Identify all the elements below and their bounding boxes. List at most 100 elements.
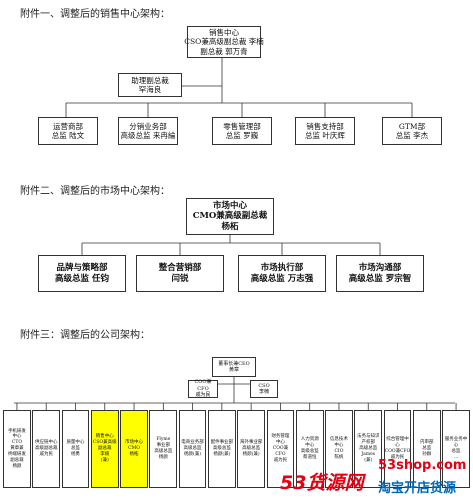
caption-market: 附件二、调整后的市场中心架构： [20, 186, 170, 197]
caption-sales: 附件一、调整后的销售中心架构： [20, 9, 170, 20]
sales-dept-box-line: 总监 李杰 [395, 131, 429, 140]
company-coo-line: COO兼CFO [194, 379, 212, 392]
company-dept-box-line: 高级总监 [183, 446, 202, 452]
company-cso-line: 李楠 [258, 389, 269, 395]
company-dept-box-line: 杨颜(兼) [184, 451, 202, 457]
market-top-line: 市场中心 [212, 200, 247, 211]
company-dept-box-line: 电商业务部 [181, 440, 204, 446]
company-dept-box-line: 市场中心 [125, 440, 144, 446]
sales-dept-box: 零售管理部总监 罗巍 [212, 117, 272, 145]
company-dept-box: 服务业务中心总监... [442, 410, 470, 488]
watermark-tagline: 淘宝开店货源 [378, 481, 457, 496]
company-dept-box-line: 戚为民 [39, 451, 53, 457]
sales-dept-box-line: GTM部 [398, 121, 426, 131]
company-dept-box-line: James [361, 451, 376, 457]
market-dept-box-line: 闫锐 [171, 273, 189, 284]
company-dept-box-line: 杨颜 [158, 454, 168, 460]
company-top-box: 董事长兼CEO 黄章 [212, 357, 256, 377]
company-dept-box-line: 总监 [451, 449, 461, 454]
company-dept-box-line: 信息技术 [329, 437, 348, 443]
watermark-url: 53shop.com [378, 458, 467, 473]
sales-dept-box: GTM部总监 李杰 [382, 117, 442, 145]
company-dept-box-line: 戚为民 [390, 454, 405, 460]
company-dept-box-line: 内审部 [419, 440, 434, 446]
sales-mid-line: 罕海良 [138, 85, 162, 94]
company-dept-box-line: 杨颜(兼) [213, 451, 231, 457]
company-dept-box-line: 中心 [275, 440, 285, 446]
company-cso-box: CSO 李楠 [250, 380, 278, 398]
company-dept-box-line: 高级副总裁 [34, 446, 58, 452]
company-dept-box-line: 杨颜 [12, 463, 22, 469]
company-top-line: 黄章 [228, 367, 239, 373]
company-dept-box-line: CSO兼高级 [92, 440, 117, 446]
company-dept-box-line: 戚为民 [273, 457, 288, 463]
sales-dept-box-line: 总监 叶庆辉 [305, 131, 345, 140]
company-dept-box: 质量中心总监杨勇 [61, 410, 90, 488]
company-dept-box-line: 高级总监 [154, 449, 173, 454]
company-dept-box: 供应链中心高级副总裁戚为民 [32, 410, 61, 488]
company-dept-box-line: 销售中心 [95, 434, 114, 440]
market-top-line: 杨柘 [221, 221, 239, 232]
sales-mid-box: 助理副总裁 罕海良 [118, 73, 182, 97]
company-dept-box-line: 高级总监 [212, 446, 231, 452]
company-dept-box-line: 终端研发 [7, 451, 26, 457]
sales-dept-box-line: 分销业务部 [129, 121, 167, 131]
company-dept-box-line: 手机研发 [7, 428, 26, 434]
company-dept-box-line: 事业部 [156, 443, 171, 449]
market-dept-box: 整合营销部闫锐 [136, 255, 224, 292]
market-dept-box: 市场沟通部高级总监 罗宗智 [336, 255, 424, 292]
company-dept-box-line: COO兼CFO [384, 449, 411, 454]
sales-top-line: 副总裁 郭万青 [200, 46, 248, 56]
company-dept-box-line: CIO [334, 449, 344, 454]
company-dept-box-line: 海外事业部 [239, 440, 263, 446]
market-dept-box-line: 高级总监 罗宗智 [348, 273, 412, 284]
company-dept-box-line: 服务业务中心 [444, 437, 468, 449]
sales-top-box: 销售中心 CSO兼高级副总裁 李楠 副总裁 郭万青 [184, 26, 264, 58]
sales-dept-box-line: 总监 陆文 [51, 131, 85, 140]
watermark-logo: 53货源网 [280, 472, 364, 494]
company-dept-box-line: Flyme [156, 437, 171, 443]
company-dept-box-line: COO兼 [272, 446, 289, 452]
company-cso-line: CSO [258, 382, 270, 389]
company-dept-box-line: 综合管理中心 [386, 437, 409, 449]
company-dept-box: 内审部总监孙群 [412, 410, 441, 488]
company-dept-box-line: 高级总监 [242, 446, 261, 452]
company-dept-box-line: 中心 [334, 443, 344, 449]
sales-top-line: 销售中心 [209, 27, 239, 37]
sales-dept-box: 分销业务部高级总监 来冉綸 [118, 117, 178, 145]
sales-mid-line: 助理副总裁 [131, 75, 169, 85]
sales-dept-box-line: 销售支持部 [306, 121, 344, 131]
market-top-line: CMO兼高级副总裁 [192, 211, 268, 222]
company-dept-box-line: 总监 [422, 446, 432, 452]
company-dept-box-line: 孙群 [422, 451, 432, 457]
sales-dept-box-line: 运营商部 [53, 121, 83, 131]
company-dept-box-line: 蔡道恒 [302, 454, 317, 460]
company-dept-box-line: 杨柘 [129, 451, 139, 457]
company-dept-box: 配件事业部高级总监杨颜(兼) [207, 410, 236, 488]
market-dept-box: 市场执行部高级总监 万志强 [238, 255, 326, 292]
company-coo-line: 戚为民 [195, 392, 211, 399]
company-dept-box-line: 中心 [12, 434, 22, 440]
market-dept-box-line: 高级总监 万志强 [250, 273, 314, 284]
company-dept-box: 海外事业部高级总监杨颜(兼) [237, 410, 266, 488]
company-dept-box-line: CTO [11, 440, 23, 446]
caption-company: 附件三：调整后的公司架构： [20, 330, 150, 341]
company-dept-box-line: 副总裁 [10, 457, 24, 463]
company-dept-box-line: ... [453, 454, 459, 460]
company-dept-box-line: 质量中心 [66, 440, 85, 446]
company-dept-box-line: 副总裁 [97, 446, 112, 452]
company-dept-box-line: 陈帆 [334, 454, 344, 460]
market-dept-box-line: 高级总监 任钧 [55, 273, 109, 284]
company-dept-box-line: 杨勇 [70, 451, 80, 457]
company-dept-box-line: 人力资源 [300, 437, 319, 443]
company-dept-box: 人力资源中心高级总监蔡道恒 [295, 410, 324, 488]
company-dept-box-line: CFO [275, 451, 286, 457]
